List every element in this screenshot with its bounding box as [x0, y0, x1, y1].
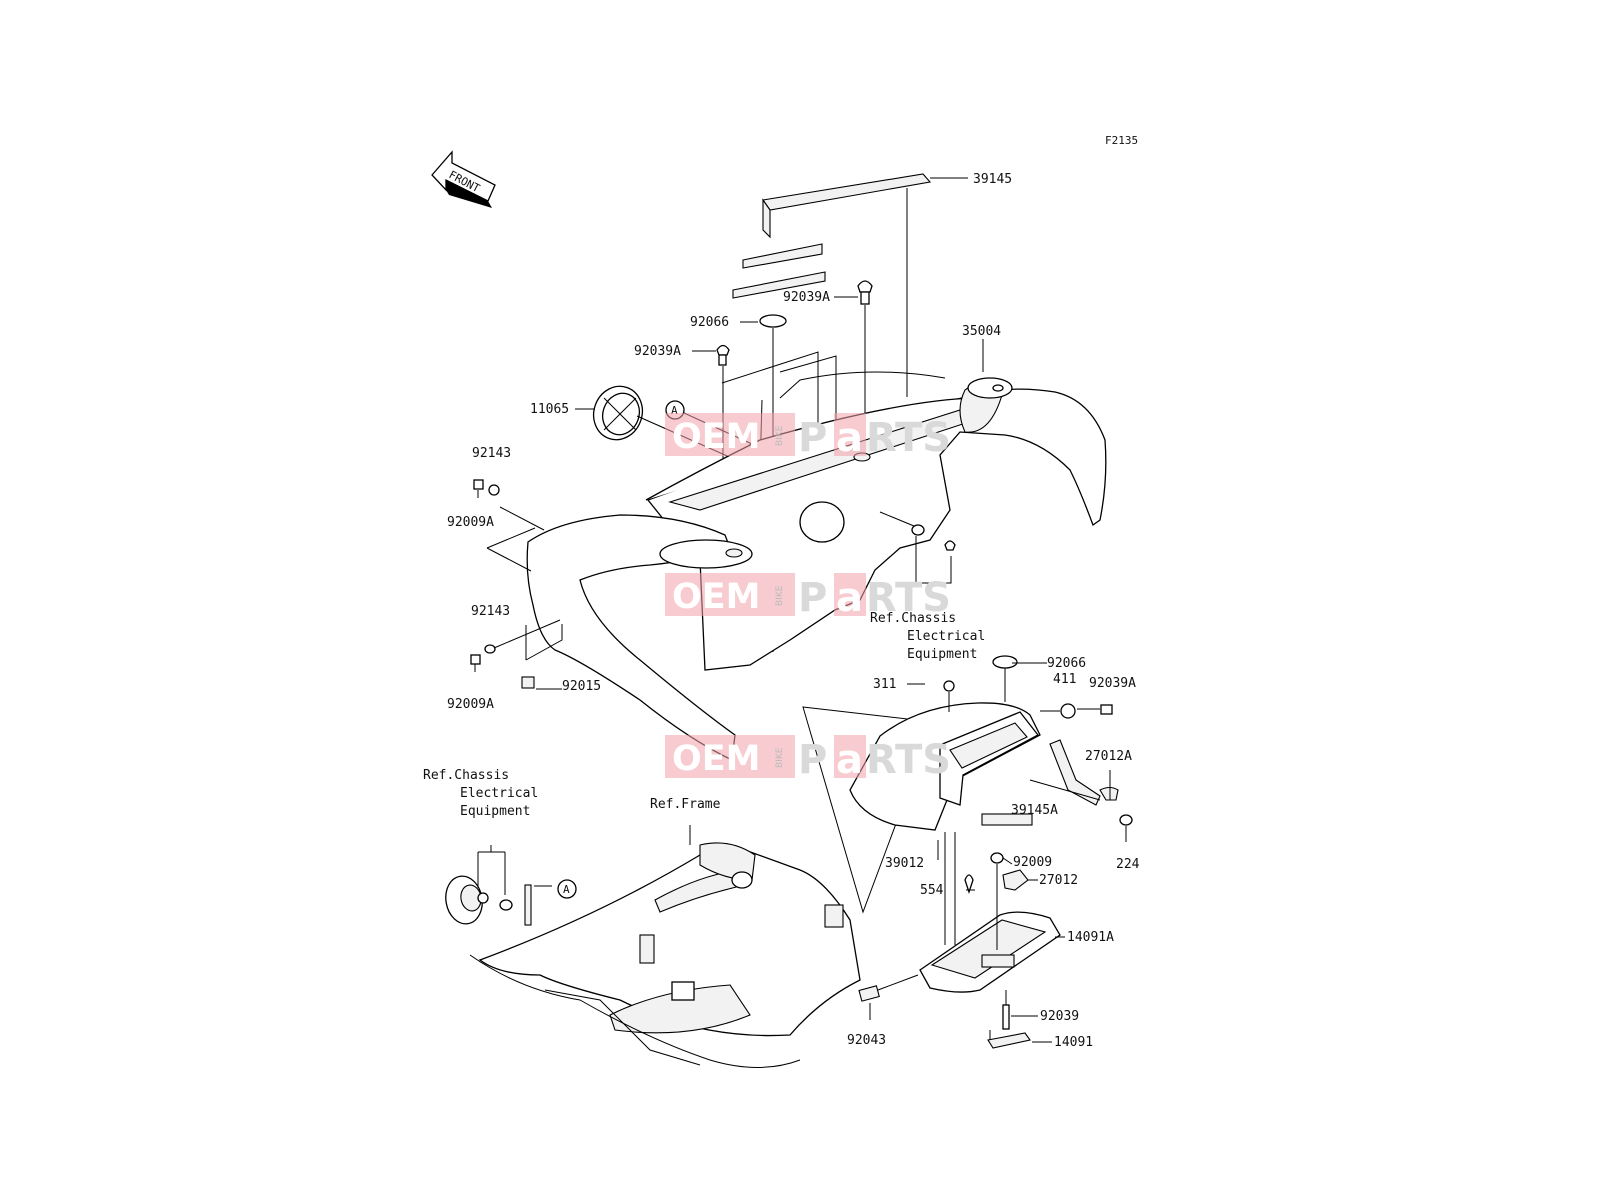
- svg-text:a: a: [836, 575, 863, 621]
- svg-text:BIKE: BIKE: [775, 425, 785, 446]
- label-92015[interactable]: 92015: [562, 679, 601, 694]
- storage-box-39012: [802, 655, 1133, 914]
- label-92066-right[interactable]: 92066: [1047, 656, 1086, 671]
- svg-text:RTS: RTS: [866, 415, 951, 461]
- label-92009[interactable]: 92009: [1013, 855, 1052, 870]
- label-92143-upper[interactable]: 92143: [472, 446, 511, 461]
- label-554[interactable]: 554: [920, 883, 944, 898]
- svg-text:a: a: [836, 737, 863, 783]
- frame-assembly: [469, 825, 861, 1068]
- svg-text:P: P: [798, 415, 827, 461]
- label-92043[interactable]: 92043: [847, 1033, 886, 1048]
- svg-text:BIKE: BIKE: [775, 585, 785, 606]
- fastener-set-left-lower: [470, 619, 563, 689]
- fuel-cap-11065-icon: [592, 385, 753, 468]
- label-92143-lower[interactable]: 92143: [471, 604, 510, 619]
- front-arrow-icon: FRONT: [431, 150, 496, 208]
- svg-text:a: a: [836, 415, 863, 461]
- label-39012[interactable]: 39012: [885, 856, 924, 871]
- diagram-code: F2135: [1105, 134, 1138, 147]
- label-92039A-top[interactable]: 92039A: [783, 290, 830, 305]
- label-39145A[interactable]: 39145A: [1011, 803, 1058, 818]
- label-92009A-lower[interactable]: 92009A: [447, 697, 494, 712]
- svg-text:RTS: RTS: [866, 737, 951, 783]
- watermark-oem-1: OEM BIKE P a RTS: [665, 413, 951, 461]
- label-39145[interactable]: 39145: [973, 172, 1012, 187]
- label-92039A-left[interactable]: 92039A: [634, 344, 681, 359]
- watermark-oem-2: OEM BIKE P a RTS: [665, 573, 951, 621]
- fastener-set-left-upper: [473, 479, 545, 572]
- fender-left-side: [526, 514, 753, 761]
- svg-text:A: A: [671, 404, 678, 417]
- svg-text:P: P: [798, 575, 827, 621]
- tray-14091A: [858, 832, 1061, 1049]
- label-311[interactable]: 311: [873, 677, 896, 692]
- svg-text:RTS: RTS: [866, 575, 951, 621]
- watermark-oem-3: OEM BIKE P a RTS: [665, 735, 951, 783]
- label-92039[interactable]: 92039: [1040, 1009, 1079, 1024]
- svg-text:P: P: [798, 737, 827, 783]
- label-92039A-right[interactable]: 92039A: [1089, 676, 1136, 691]
- label-27012[interactable]: 27012: [1039, 873, 1078, 888]
- label-27012A[interactable]: 27012A: [1085, 749, 1132, 764]
- ref-chassis-electrical-left: Ref.Chassis Electrical Equipment: [423, 768, 538, 819]
- callout-a-bottom: A: [557, 879, 577, 899]
- svg-text:Ref.Chassis: Ref.Chassis: [870, 611, 956, 626]
- svg-text:BIKE: BIKE: [775, 747, 785, 768]
- label-224[interactable]: 224: [1116, 857, 1140, 872]
- svg-text:Electrical: Electrical: [460, 786, 538, 801]
- label-35004[interactable]: 35004: [962, 324, 1001, 339]
- label-14091[interactable]: 14091: [1054, 1035, 1093, 1050]
- clip-right-of-fender-icon: [879, 511, 956, 584]
- seal-strip-39145: [732, 173, 968, 397]
- label-11065[interactable]: 11065: [530, 402, 569, 417]
- svg-text:Ref.Chassis: Ref.Chassis: [423, 768, 509, 783]
- label-92009A-upper[interactable]: 92009A: [447, 515, 494, 530]
- svg-text:Equipment: Equipment: [460, 804, 530, 819]
- label-92066-top[interactable]: 92066: [690, 315, 729, 330]
- svg-text:Electrical: Electrical: [907, 629, 985, 644]
- label-14091A[interactable]: 14091A: [1067, 930, 1114, 945]
- ref-frame: Ref.Frame: [650, 797, 721, 812]
- svg-text:A: A: [563, 883, 570, 896]
- svg-text:OEM: OEM: [672, 417, 761, 457]
- svg-text:Equipment: Equipment: [907, 647, 977, 662]
- label-411[interactable]: 411: [1053, 672, 1076, 687]
- svg-text:OEM: OEM: [672, 577, 761, 617]
- ref-chassis-electrical-right: Ref.Chassis Electrical Equipment: [870, 611, 985, 662]
- svg-text:OEM: OEM: [672, 739, 761, 779]
- horn-icon: [445, 845, 552, 926]
